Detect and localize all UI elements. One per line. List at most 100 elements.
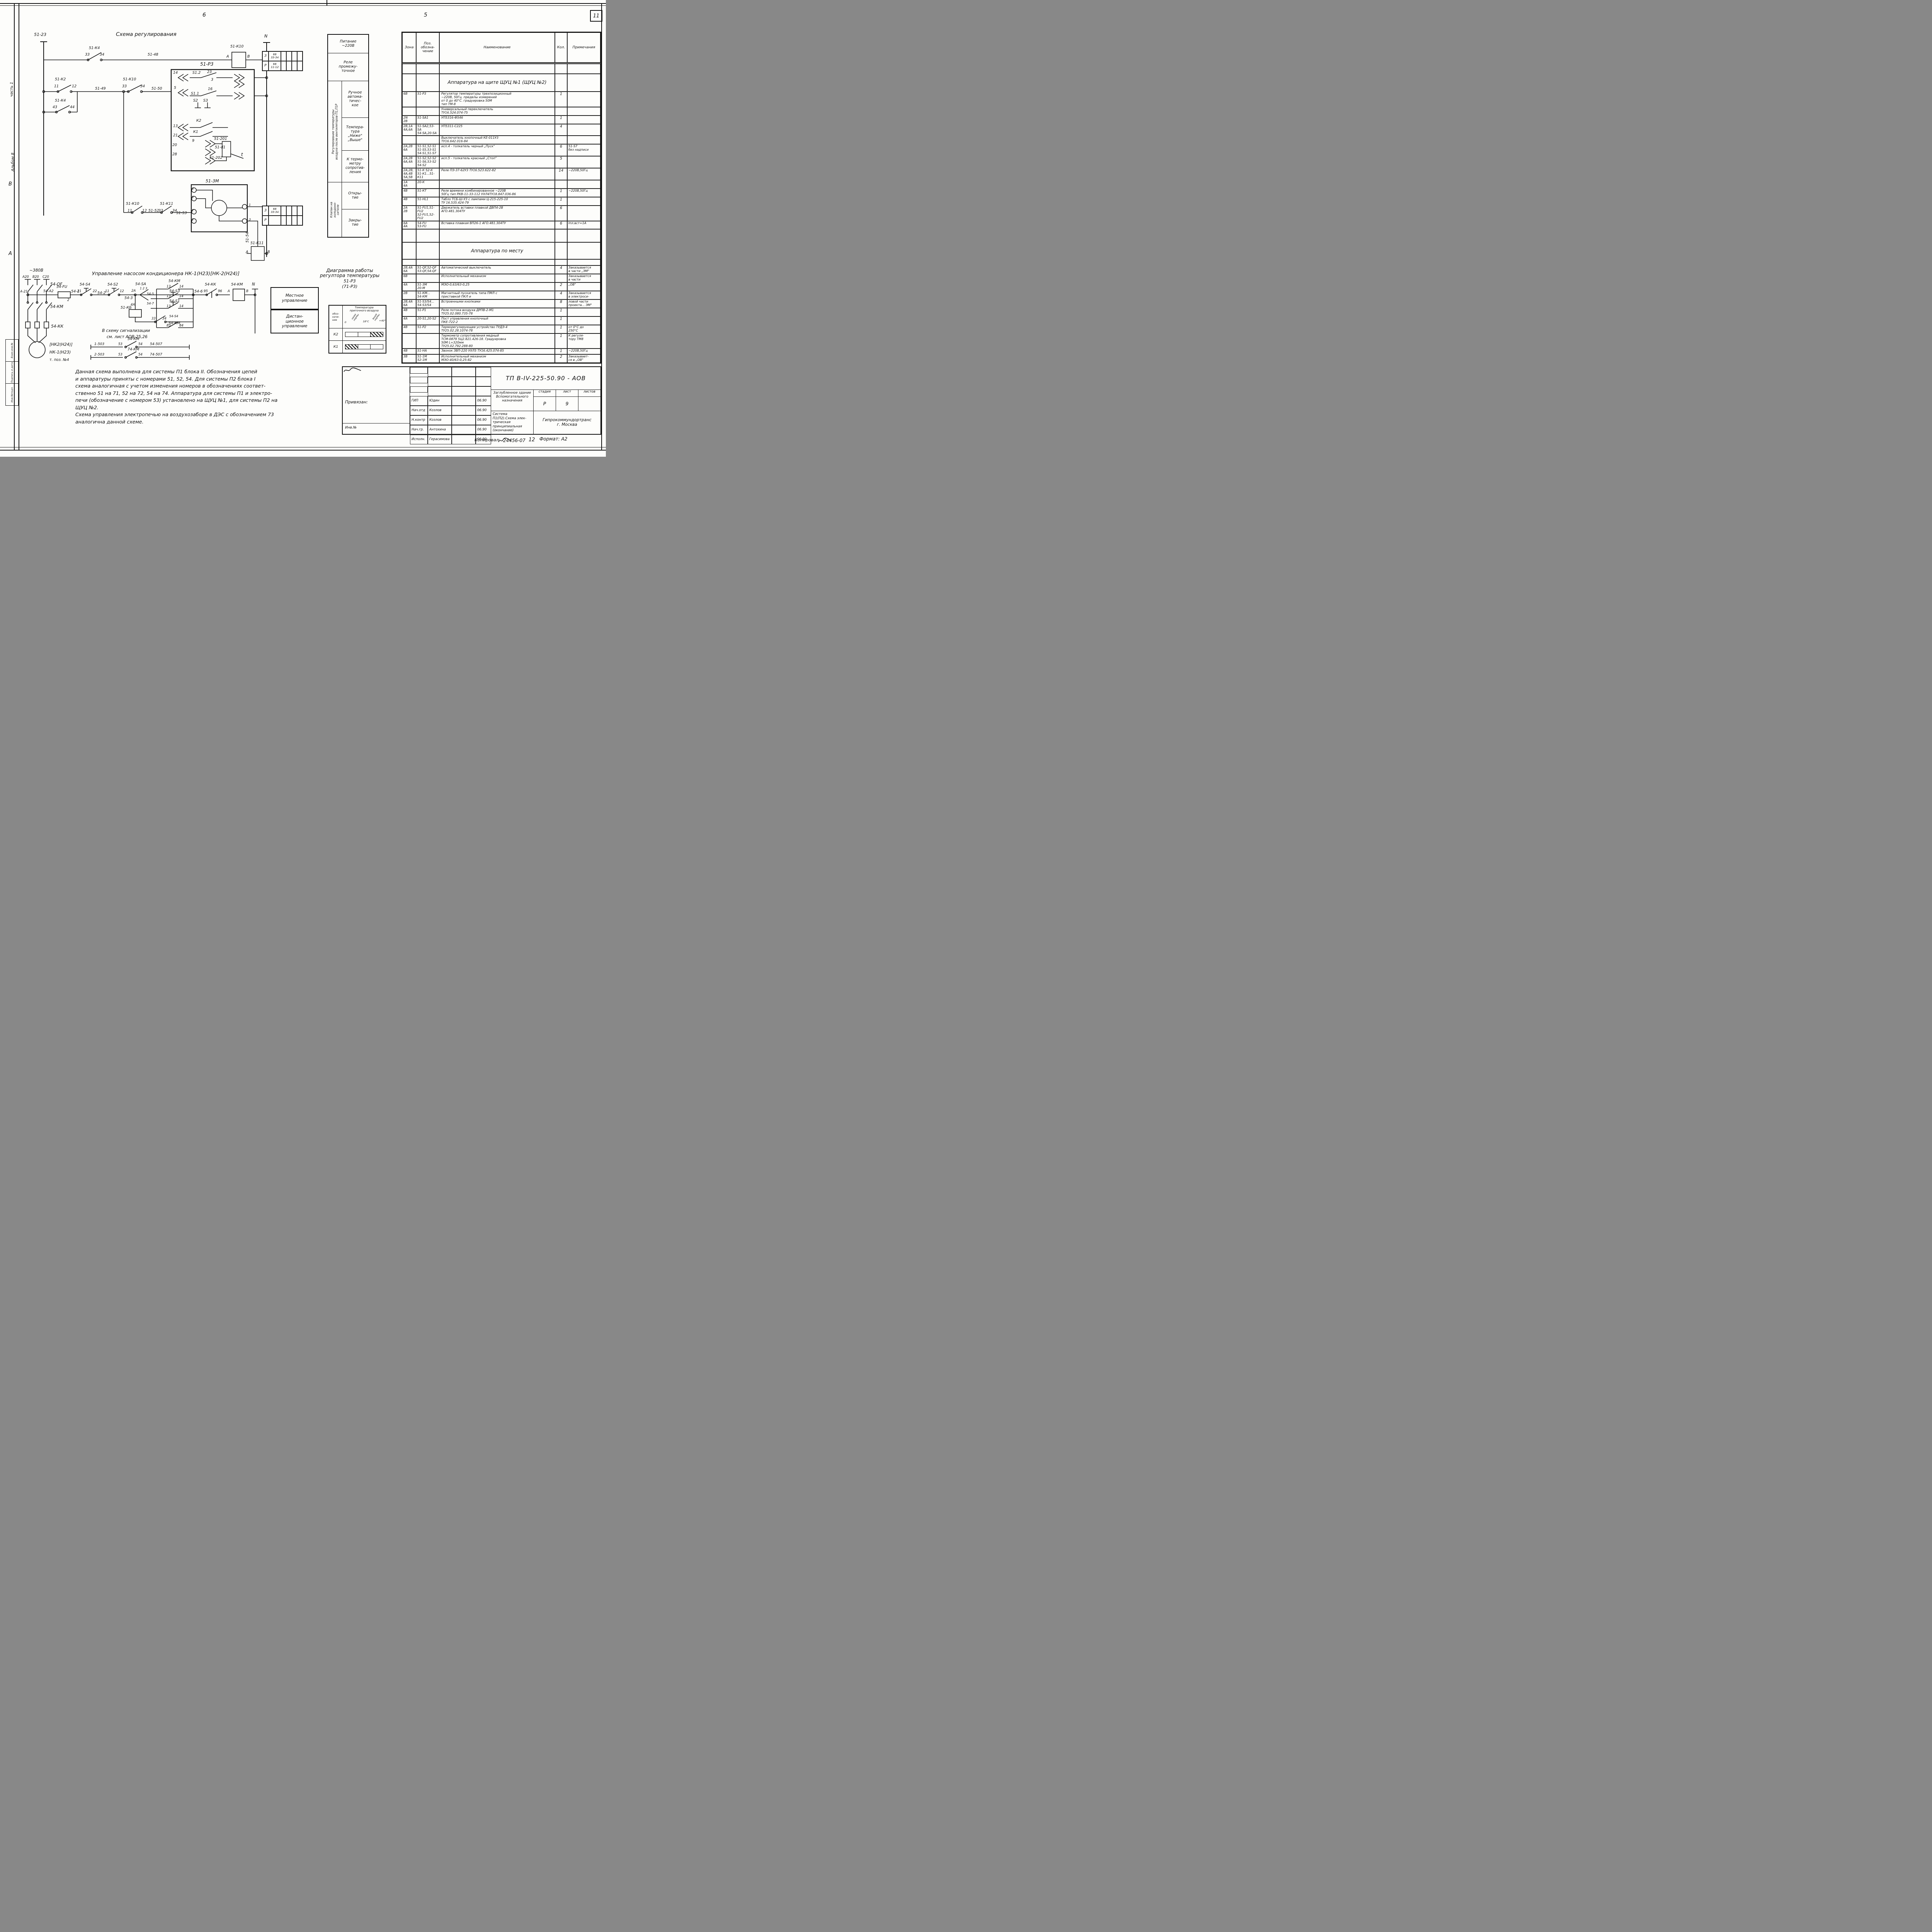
schematic-label: 12	[142, 209, 147, 213]
signature-name: Антохина	[428, 425, 452, 435]
note-line: Данная схема выполнена для системы П1 бл…	[75, 369, 257, 374]
sidebar-zone-b: В	[9, 181, 12, 187]
contact-state-empty	[281, 206, 286, 216]
sheet-title: Система П1(П2).Схема элек- трическая при…	[491, 411, 534, 434]
inv-number-label: Инв.№	[343, 423, 410, 434]
table-cell-note: ~220В,50Гц	[567, 168, 600, 180]
section-title: Аппаратура по месту	[439, 242, 555, 260]
table-cell-qty: 1	[555, 316, 567, 325]
regulator-diagram-table: обоз- наче- ние Температура приточного в…	[328, 305, 386, 354]
table-cell-poz: 54-FU 53-FU	[416, 221, 439, 230]
legend-cell: Ручное автома- тичес- кое	[342, 81, 368, 118]
schematic-label: 6	[192, 187, 194, 190]
table-cell	[567, 242, 600, 260]
table-cell-poz	[416, 333, 439, 349]
table-cell-poz: 51-3М 20-М	[416, 282, 439, 291]
contact-state-empty	[281, 61, 286, 71]
diagram-bar-segment	[357, 332, 371, 337]
table-cell-note: Заказывает- ся в „ОВ"	[567, 354, 600, 363]
corner-sheet-number: 11	[593, 13, 600, 19]
note-line: ЩУЦ №2.	[75, 404, 99, 410]
schematic-label: 54-S1	[169, 299, 180, 303]
table-cell-qty: 6	[555, 205, 567, 221]
table-cell-zona: 2А,2В 6А,4А	[402, 156, 416, 168]
schematic-label: 12	[72, 84, 77, 88]
schematic-label: 14	[173, 71, 178, 75]
frame-bottom-outer	[0, 450, 606, 451]
schematic-label: 54-7	[147, 302, 154, 305]
table-cell-zona: 2А,2В, 4А,4В 5А,5В	[402, 168, 416, 180]
table-cell-note	[567, 156, 600, 168]
contact-state-key: З	[262, 51, 269, 61]
schematic-label: 2А	[131, 289, 136, 293]
table-cell-qty: 1	[555, 115, 567, 124]
table-cell-name: Автоматический выключатель	[439, 265, 555, 274]
schematic-label: 16	[208, 87, 213, 91]
schematic-label: 54-1	[71, 289, 80, 294]
schematic-label: НК-1(Н23)	[49, 350, 71, 355]
table-cell-note: от 0°С до 250°С	[567, 325, 600, 333]
diagram-bar-segment	[345, 332, 358, 337]
table-cell	[402, 74, 416, 92]
control-mode-box: Местное управление	[270, 287, 319, 310]
table-cell-note	[567, 197, 600, 206]
signature-name: Герасимова	[428, 435, 452, 444]
diagram-row: К1	[329, 340, 386, 353]
schematic-label: 11	[128, 209, 133, 213]
signature-date: 06.90	[476, 396, 491, 406]
schematic-label: 54-S3	[169, 289, 180, 293]
scheme2-linework	[25, 279, 258, 360]
diagram-bar	[345, 332, 383, 337]
object-name: Заглубленное здание Вспомогательного наз…	[491, 389, 534, 411]
table-cell-note: Iпл.вст=1А	[567, 221, 600, 230]
legend-cell: Откры- тие	[342, 182, 368, 209]
contact-state-key: Р	[262, 216, 269, 225]
table-cell-qty: 1	[555, 197, 567, 206]
diagram-bar-segment	[370, 332, 383, 337]
diagram-scale-max: +40°	[379, 319, 386, 322]
table-cell-zona: 3В	[402, 354, 416, 363]
table-row	[402, 229, 600, 243]
schematic-label: В	[246, 289, 248, 293]
table-cell-name: Реле потока воздуха ДРПВ-2-М1 ТУ25.02.08…	[439, 308, 555, 316]
note-line: печи (обозначение с номером 53) установл…	[75, 397, 278, 403]
table-cell-name: Пост управления кнопочный ПКЕ-722-2	[439, 316, 555, 325]
diagram-row-label: К2	[329, 328, 343, 340]
table-cell-note	[567, 205, 600, 221]
schematic-label: А	[226, 54, 229, 59]
schematic-label: S2	[193, 99, 198, 103]
table-row: Универсальный переключатель ТУ16.524.074…	[402, 107, 600, 116]
table-cell-name: Универсальный переключатель ТУ16.524.074…	[439, 107, 555, 116]
schematic-label: В	[247, 54, 250, 59]
stage-header: листов	[583, 389, 595, 394]
control-mode-box-remote: Дистан- ционное управление	[270, 310, 319, 333]
schematic-label: В схему сигнализации	[102, 328, 150, 333]
table-cell-name: Держатель вставки плавкой ДВП4-2В АГО.48…	[439, 205, 555, 221]
schematic-label: 53	[118, 353, 122, 357]
table-cell-poz: 51-SA2,53-SA 54-SA,20-SA	[416, 124, 439, 136]
schematic-label: 54-КК	[51, 324, 64, 329]
zone-number-6: 6	[202, 12, 206, 18]
table-cell-note: ~220В,50Гц	[567, 349, 600, 355]
table-row: Термометр сопротивления медный ТСМ-0879 …	[402, 333, 600, 349]
schematic-label: S1.2	[192, 71, 201, 75]
schematic-label: А	[228, 289, 230, 293]
copied-signature-icon	[498, 437, 511, 442]
table-cell-note	[567, 124, 600, 136]
format-label: Формат: А2	[539, 436, 568, 442]
note-line: ственно 51 на 71, 52 на 72, 54 на 74. Ап…	[75, 390, 272, 396]
schematic-label: А	[246, 250, 248, 254]
schematic-label: 1-503	[94, 342, 105, 346]
